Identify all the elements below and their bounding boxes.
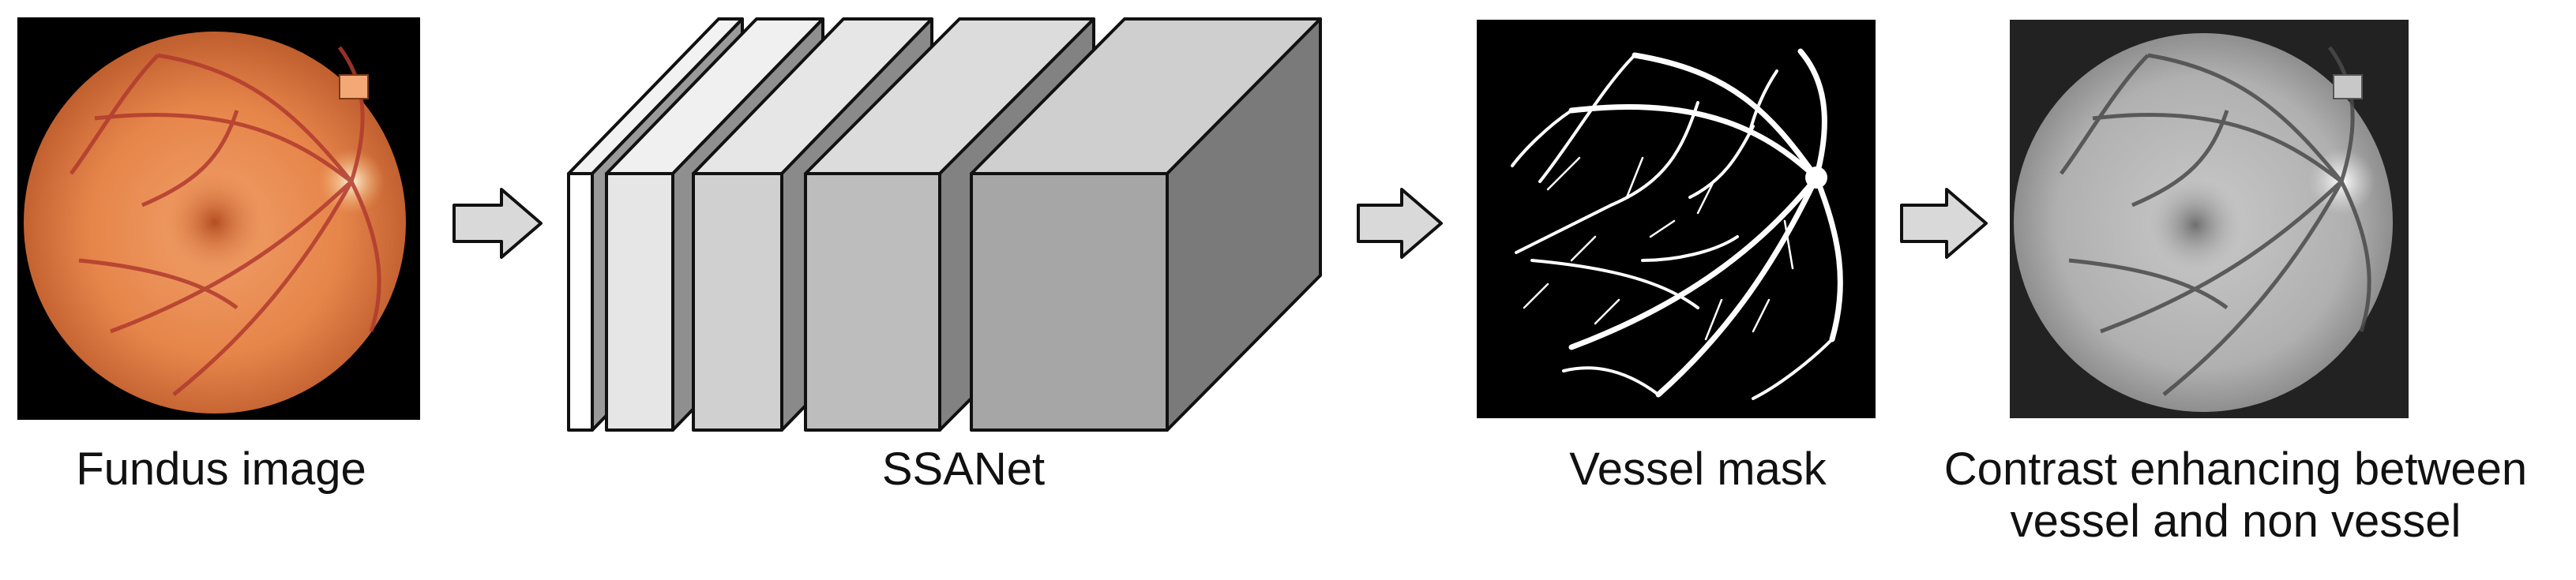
ssanet-label: SSANet: [881, 443, 1046, 495]
contrast-enhancing-label: Contrast enhancing between vessel and no…: [1895, 443, 2576, 548]
retina-vessels: [69, 46, 381, 396]
mask-vessels: [1511, 48, 1843, 400]
network-block-5: [970, 17, 1322, 432]
flow-arrow-2: [1357, 188, 1443, 259]
ssanet-blocks: [567, 17, 1322, 432]
enhanced-vessels: [2059, 46, 2371, 396]
vessel-mask-image: [1477, 20, 1876, 418]
fundus-image: [17, 17, 420, 420]
contrast-label-line-2: vessel and non vessel: [2010, 496, 2461, 547]
flow-arrow-3: [1900, 188, 1988, 259]
fundus-image-label: Fundus image: [76, 443, 366, 495]
contrast-label-line-1: Contrast enhancing between: [1943, 443, 2528, 495]
flow-arrow-1: [452, 188, 543, 259]
enhanced-image: [2010, 20, 2409, 418]
vessel-mask-label: Vessel mask: [1569, 443, 1827, 495]
